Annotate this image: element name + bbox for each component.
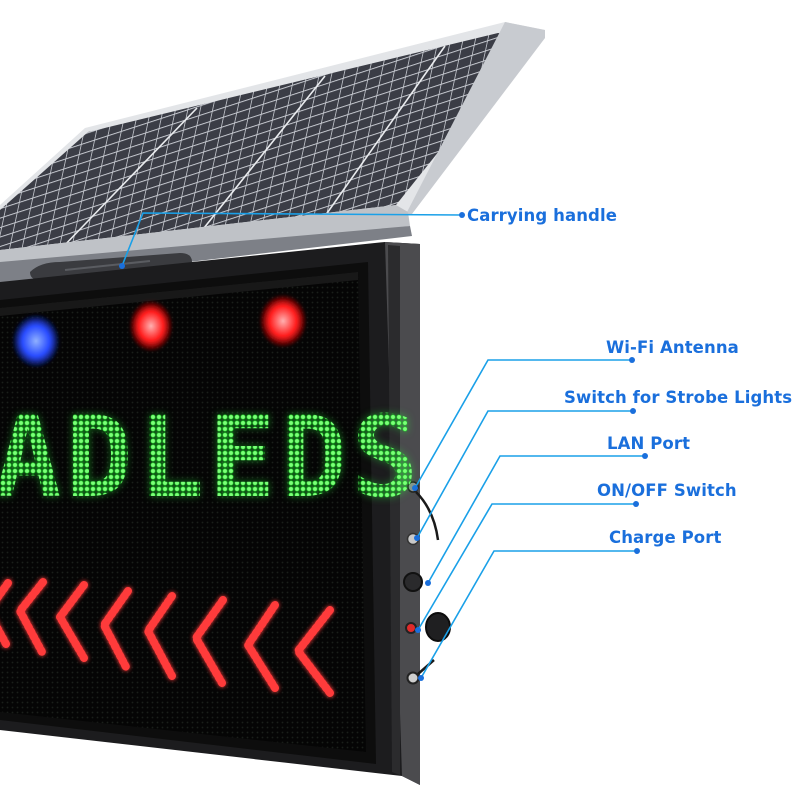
lan-port-cap xyxy=(425,612,451,642)
strobe-lights xyxy=(12,294,307,368)
callout-line-strobe-switch xyxy=(416,410,633,539)
charge-port-cap-strap xyxy=(417,659,435,675)
callout-dots xyxy=(119,212,648,681)
blue-strobe-light xyxy=(12,314,60,368)
callout-label-strobe-switch: Switch for Strobe Lights xyxy=(564,388,793,407)
side-port-panel xyxy=(403,481,451,685)
callout-line-wifi-antenna xyxy=(414,359,632,489)
red-strobe-light xyxy=(259,294,307,348)
callout-line-lan-port xyxy=(427,455,645,584)
charge-port xyxy=(406,671,420,685)
lan-port xyxy=(403,572,423,592)
callout-label-carrying-handle: Carrying handle xyxy=(467,206,618,225)
sign-housing xyxy=(0,242,420,785)
callout-label-wifi-antenna: Wi-Fi Antenna xyxy=(606,338,739,357)
callout-line-carrying-handle xyxy=(121,212,463,267)
on-off-switch xyxy=(405,622,417,634)
callout-lines xyxy=(121,212,645,679)
callout-label-charge-port: Charge Port xyxy=(609,528,722,547)
solar-panel xyxy=(0,22,545,284)
red-strobe-light xyxy=(129,300,173,352)
callout-label-on-off-switch: ON/OFF Switch xyxy=(597,481,737,500)
carrying-handle xyxy=(30,253,192,280)
led-sign-text: ADLEDS xyxy=(0,402,423,514)
callout-label-lan-port: LAN Port xyxy=(607,434,691,453)
callout-line-charge-port xyxy=(420,550,637,679)
callout-line-on-off-switch xyxy=(417,503,636,631)
arrow-row xyxy=(0,578,334,697)
